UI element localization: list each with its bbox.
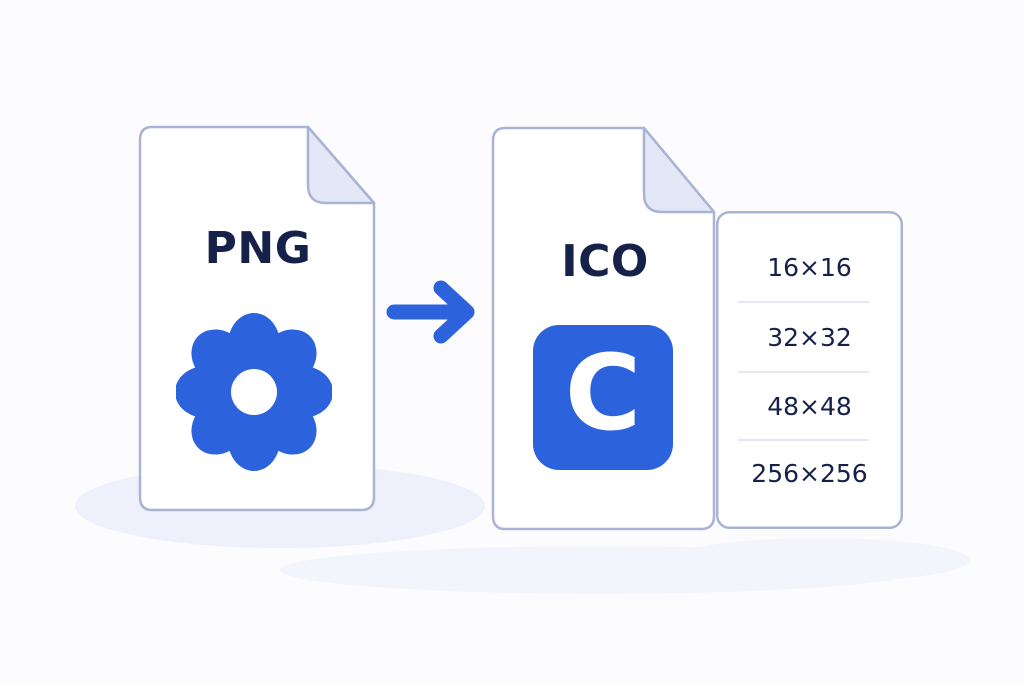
letter-c-app-icon: C: [533, 325, 673, 470]
icon-sizes-panel: 16×16 32×32 48×48 256×256: [716, 211, 903, 529]
size-divider: [738, 371, 869, 373]
arrow-right-icon: [386, 280, 475, 344]
flower-icon: [176, 313, 332, 471]
size-divider: [738, 439, 869, 441]
sizes-panel-frame: [716, 211, 903, 529]
png-label: PNG: [204, 223, 312, 274]
ico-label: ICO: [561, 236, 649, 287]
size-16: 16×16: [767, 253, 852, 282]
ico-file: ICO C: [491, 126, 719, 532]
size-256: 256×256: [751, 459, 868, 488]
icon-letter: C: [565, 332, 641, 454]
png-file: PNG: [138, 125, 378, 513]
size-32: 32×32: [767, 323, 852, 352]
size-divider: [738, 301, 869, 303]
size-48: 48×48: [767, 392, 852, 421]
